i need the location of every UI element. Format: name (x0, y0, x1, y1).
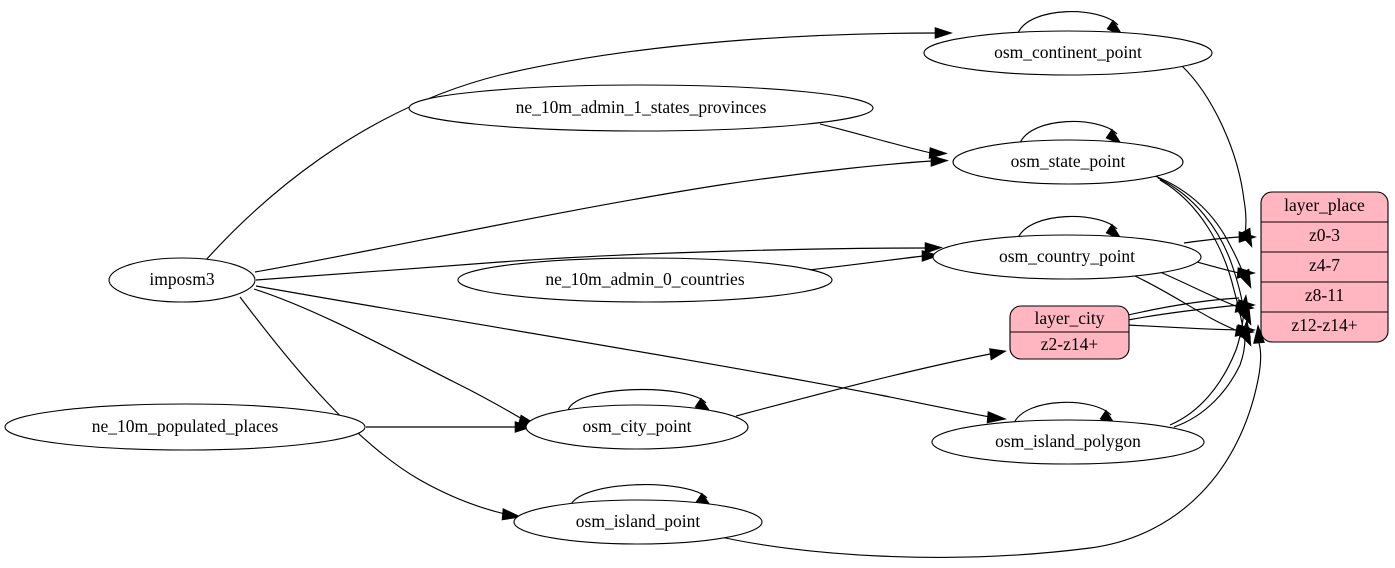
node-osm-continent-point[interactable]: osm_continent_point (923, 30, 1213, 76)
edge-osm-island-polygon-to-layer-place-z8-11 (1169, 294, 1250, 426)
node-layer-city[interactable]: layer_city z2-z14+ (1009, 305, 1130, 360)
edge-ne-states-to-osm-state-point (819, 123, 948, 159)
layer-city-header: layer_city (1035, 308, 1105, 328)
node-ne-countries-label: ne_10m_admin_0_countries (545, 269, 744, 289)
layer-place-header: layer_place (1284, 195, 1365, 215)
edge-imposm3-to-osm-state-point (254, 155, 949, 273)
node-osm-island-point-label: osm_island_point (576, 511, 701, 531)
layer-place-row-z12-z14[interactable]: z12-z14+ (1291, 315, 1357, 335)
node-imposm3[interactable]: imposm3 (108, 257, 256, 303)
node-osm-city-point[interactable]: osm_city_point (525, 404, 749, 450)
node-osm-continent-point-label: osm_continent_point (994, 42, 1142, 62)
node-ne-10m-populated-places[interactable]: ne_10m_populated_places (4, 403, 366, 451)
node-osm-island-polygon[interactable]: osm_island_polygon (931, 419, 1205, 465)
edge-osm-city-point-to-layer-city (735, 348, 1007, 417)
edge-imposm3-to-osm-country-point (255, 242, 943, 281)
node-osm-state-point[interactable]: osm_state_point (952, 139, 1184, 185)
edge-osm-country-point-to-layer-place-z4-7 (1189, 259, 1256, 279)
edge-osm-island-polygon-to-layer-place-z12-z14 (1173, 318, 1251, 428)
node-ne-10m-admin-0-countries[interactable]: ne_10m_admin_0_countries (457, 257, 833, 303)
layer-place-row-z8-11[interactable]: z8-11 (1305, 285, 1344, 305)
edge-ne-countries-to-osm-country-point (799, 250, 940, 272)
edge-ne-populated-to-osm-city-point (366, 421, 533, 433)
edge-imposm3-to-osm-city-point (253, 288, 539, 426)
node-ne-populated-label: ne_10m_populated_places (92, 416, 279, 436)
node-ne-states-label: ne_10m_admin_1_states_provinces (516, 97, 767, 117)
node-ne-10m-admin-1-states-provinces[interactable]: ne_10m_admin_1_states_provinces (408, 84, 874, 132)
node-osm-country-point[interactable]: osm_country_point (932, 234, 1202, 280)
edge-layer-city-to-layer-place-extra (1127, 297, 1240, 316)
node-osm-island-polygon-label: osm_island_polygon (995, 431, 1141, 451)
edge-osm-continent-point-to-layer-place-z0-3 (1181, 65, 1253, 248)
node-osm-island-point[interactable]: osm_island_point (513, 499, 763, 545)
layer-place-row-z4-7[interactable]: z4-7 (1309, 255, 1340, 275)
layer-place-row-z0-3[interactable]: z0-3 (1309, 225, 1340, 245)
node-layer-place[interactable]: layer_place z0-3 z4-7 z8-11 z12-z14+ (1260, 191, 1389, 343)
edge-imposm3-to-osm-continent-point (204, 27, 953, 262)
edge-imposm3-to-osm-island-polygon (255, 285, 1008, 424)
node-osm-city-point-label: osm_city_point (583, 416, 692, 436)
node-osm-state-point-label: osm_state_point (1011, 151, 1126, 171)
edge-osm-country-point-to-layer-place-z0-3 (1183, 231, 1257, 244)
layer-city-row-z2-z14[interactable]: z2-z14+ (1041, 334, 1099, 354)
node-imposm3-label: imposm3 (149, 269, 214, 289)
node-layer: imposm3 ne_10m_admin_1_states_provinces … (4, 30, 1389, 545)
node-osm-country-point-label: osm_country_point (999, 246, 1135, 266)
